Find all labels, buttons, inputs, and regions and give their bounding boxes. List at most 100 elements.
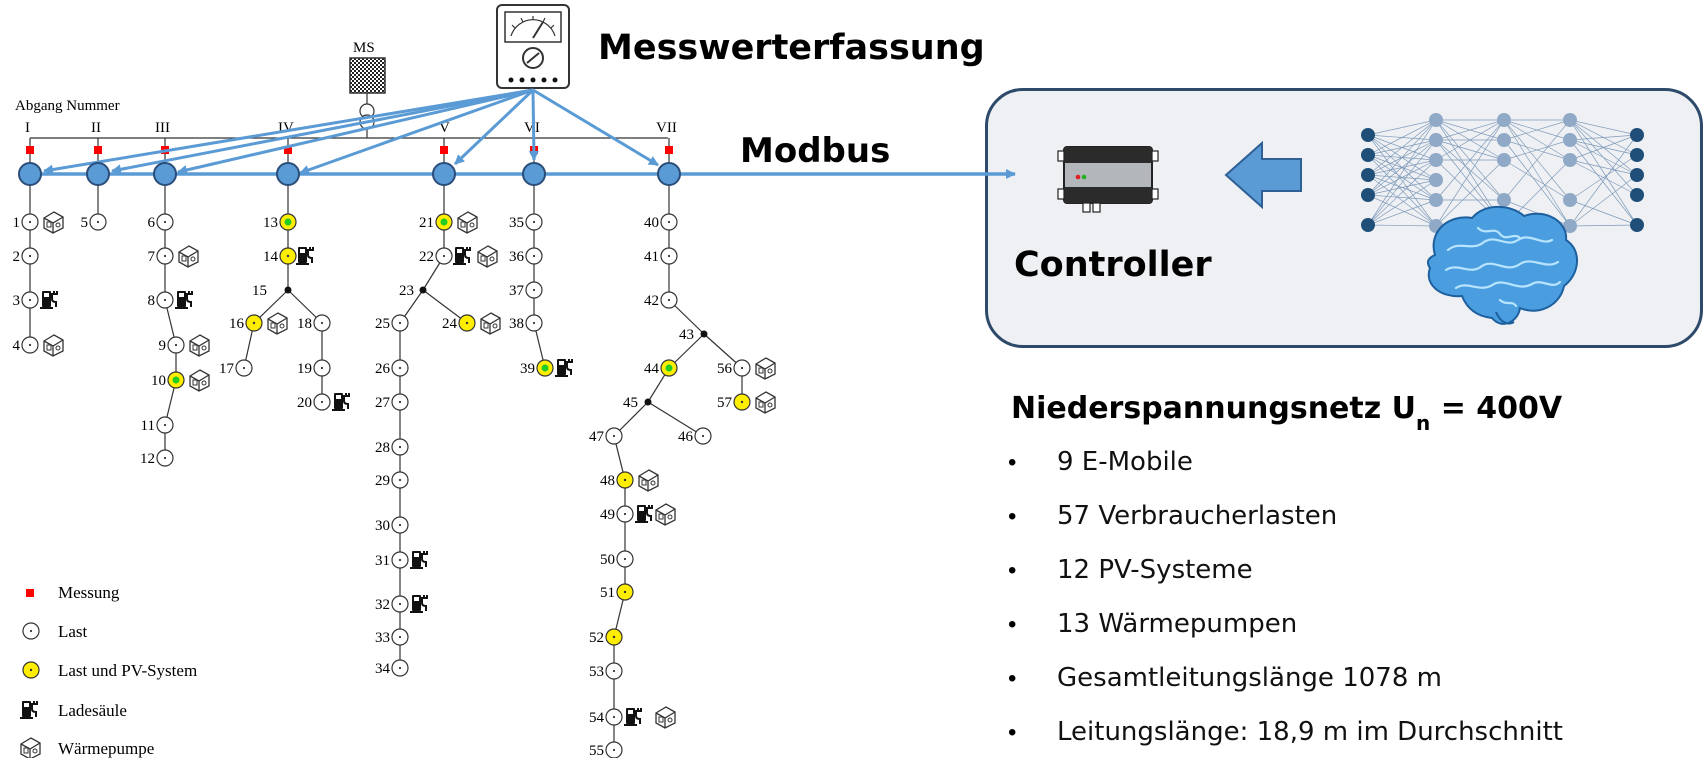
ms-label: MS bbox=[353, 40, 375, 56]
legend-pv-label: Last und PV-System bbox=[58, 661, 197, 680]
legend-measurement-label: Messung bbox=[58, 583, 120, 602]
node-label: 10 bbox=[151, 373, 166, 389]
legend-load-label: Last bbox=[58, 622, 88, 641]
node-label: 38 bbox=[509, 316, 524, 332]
node-label: 9 bbox=[159, 338, 167, 354]
bus-label: Modbus bbox=[740, 131, 890, 171]
abgang-label: Abgang Nummer bbox=[15, 98, 120, 114]
node-label: 44 bbox=[644, 361, 660, 377]
node-label: 46 bbox=[678, 429, 694, 445]
node-label: 12 bbox=[140, 451, 155, 467]
feeder-label-4: IV bbox=[278, 120, 294, 136]
node-label: 39 bbox=[520, 361, 535, 377]
node-label: 50 bbox=[600, 552, 615, 568]
node-label: 53 bbox=[589, 664, 604, 680]
node-label: 31 bbox=[375, 553, 390, 569]
bus-nodes bbox=[18, 162, 681, 186]
feeder-label-5: V bbox=[439, 120, 450, 136]
node-label: 57 bbox=[717, 395, 733, 411]
legend-heatpump-icon bbox=[20, 737, 41, 758]
net-title: Niederspannungsnetz Un = 400V bbox=[1011, 391, 1563, 435]
bullet-marker: • bbox=[1008, 719, 1016, 746]
node-label: 16 bbox=[229, 316, 245, 332]
node-label: 24 bbox=[442, 316, 458, 332]
bullet-list: • 9 E-Mobile • 57 Verbraucherlasten • 12… bbox=[1008, 447, 1563, 747]
node-label: 11 bbox=[141, 418, 155, 434]
node-label: 33 bbox=[375, 630, 390, 646]
node-label: 14 bbox=[263, 249, 279, 265]
node-label: 42 bbox=[644, 293, 659, 309]
legend: Messung Last Last und PV-System Ladesäul… bbox=[19, 583, 197, 758]
title: Messwerterfassung bbox=[598, 28, 985, 68]
bullet-item: 12 PV-Systeme bbox=[1057, 555, 1253, 585]
node-label: 34 bbox=[375, 661, 391, 677]
node-label: 22 bbox=[419, 249, 434, 265]
legend-heatpump-label: Wärmepumpe bbox=[58, 739, 154, 758]
feeder-label-1: I bbox=[25, 120, 30, 136]
node-label: 45 bbox=[623, 395, 638, 411]
node-label: 49 bbox=[600, 507, 615, 523]
node-label: 17 bbox=[219, 361, 235, 377]
feedback-arrow-icon bbox=[1224, 140, 1302, 210]
node-label: 15 bbox=[252, 283, 267, 299]
node-label: 28 bbox=[375, 440, 390, 456]
legend-charger-label: Ladesäule bbox=[58, 701, 127, 720]
bullet-item: 13 Wärmepumpen bbox=[1057, 609, 1297, 639]
node-label: 32 bbox=[375, 597, 390, 613]
node-label: 20 bbox=[297, 395, 312, 411]
measurement-device-icon bbox=[496, 4, 570, 89]
node-label: 8 bbox=[148, 293, 156, 309]
node-label: 23 bbox=[399, 283, 414, 299]
legend-pv-icon bbox=[22, 661, 40, 679]
node-label: 3 bbox=[13, 293, 21, 309]
legend-load-icon bbox=[22, 622, 40, 640]
node-label: 54 bbox=[589, 710, 605, 726]
node-label: 21 bbox=[419, 215, 434, 231]
feeder-label-7: VII bbox=[656, 120, 677, 136]
node-label: 13 bbox=[263, 215, 278, 231]
node-label: 18 bbox=[297, 316, 312, 332]
bullet-item: 9 E-Mobile bbox=[1057, 447, 1193, 477]
node-label: 19 bbox=[297, 361, 312, 377]
controller-device-icon bbox=[1057, 146, 1159, 213]
node-label: 26 bbox=[375, 361, 391, 377]
node-label: 1 bbox=[13, 215, 21, 231]
bullet-item: Leitungslänge: 18,9 m im Durchschnitt bbox=[1057, 717, 1563, 747]
feeder-label-3: III bbox=[155, 120, 170, 136]
node-label: 5 bbox=[81, 215, 89, 231]
node-label: 25 bbox=[375, 316, 390, 332]
legend-measurement-icon bbox=[26, 589, 34, 597]
node-label: 7 bbox=[148, 249, 156, 265]
node-label: 43 bbox=[679, 327, 694, 343]
node-label: 48 bbox=[600, 473, 615, 489]
node-label: 55 bbox=[589, 743, 604, 758]
node-label: 37 bbox=[509, 283, 525, 299]
node-label: 47 bbox=[589, 429, 605, 445]
bullet-item: 57 Verbraucherlasten bbox=[1057, 501, 1337, 531]
controller-label: Controller bbox=[1014, 245, 1212, 285]
charger-icons bbox=[39, 246, 653, 727]
measurement-markers bbox=[26, 146, 673, 154]
feeder-label-2: II bbox=[91, 120, 101, 136]
bullet-marker: • bbox=[1008, 503, 1016, 530]
bullet-item: Gesamtleitungslänge 1078 m bbox=[1057, 663, 1442, 693]
node-label: 29 bbox=[375, 473, 390, 489]
pv-nodes bbox=[167, 213, 751, 646]
ms-grid-icon bbox=[349, 57, 386, 94]
node-label: 36 bbox=[509, 249, 525, 265]
brain-icon bbox=[1426, 205, 1578, 325]
node-label: 27 bbox=[375, 395, 391, 411]
node-label: 2 bbox=[13, 249, 21, 265]
node-label: 40 bbox=[644, 215, 659, 231]
bullet-marker: • bbox=[1008, 665, 1016, 692]
bullet-marker: • bbox=[1008, 611, 1016, 638]
node-label: 51 bbox=[600, 585, 615, 601]
bullet-marker: • bbox=[1008, 449, 1016, 476]
node-label: 35 bbox=[509, 215, 524, 231]
node-labels: 1 2 3 4 5 6 7 8 9 10 11 12 13 14 15 16 1… bbox=[13, 215, 733, 758]
bullet-marker: • bbox=[1008, 557, 1016, 584]
measurement-arrows bbox=[43, 88, 659, 175]
legend-charger-icon bbox=[19, 700, 38, 720]
node-label: 52 bbox=[589, 630, 604, 646]
